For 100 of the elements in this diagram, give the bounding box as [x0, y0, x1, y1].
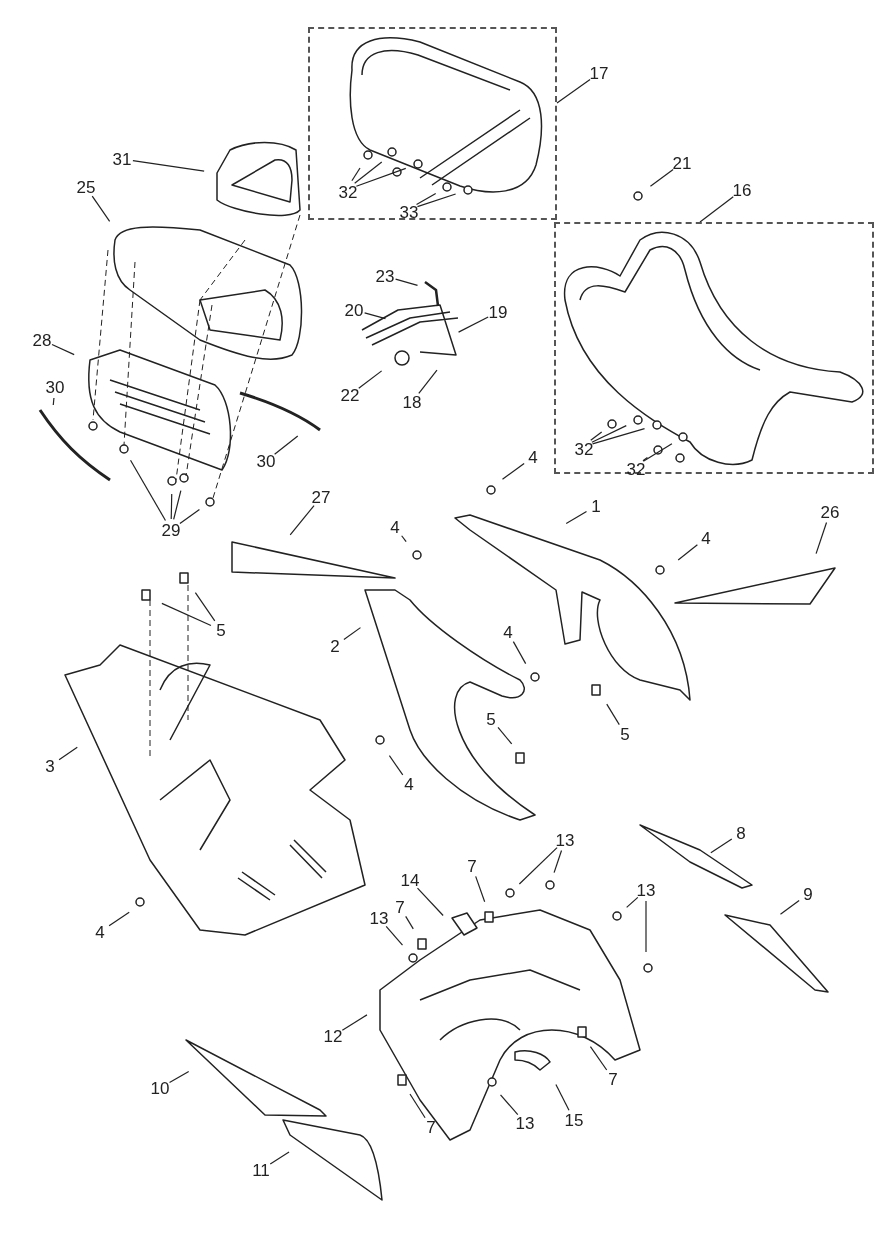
callout-number: 20: [344, 301, 364, 319]
dashed-assembly-box: [308, 27, 557, 220]
leader-line: [416, 887, 444, 917]
callout-number: 4: [95, 923, 105, 941]
callout-number: 4: [503, 623, 513, 641]
leader-line: [555, 1084, 570, 1111]
leader-line: [194, 592, 216, 622]
leader-line: [355, 167, 407, 187]
leader-line: [173, 490, 182, 520]
callout-number: 7: [426, 1118, 436, 1136]
callout-number: 4: [701, 529, 711, 547]
leader-line: [343, 627, 362, 641]
callout-number: 21: [672, 154, 692, 172]
callout-number: 4: [528, 448, 538, 466]
leader-line: [358, 370, 383, 389]
leader-line: [518, 847, 558, 885]
leader-line: [415, 192, 437, 206]
callout-number: 12: [323, 1027, 343, 1045]
callout-number: 30: [45, 378, 65, 396]
callout-number: 28: [32, 331, 52, 349]
callout-number: 31: [112, 150, 132, 168]
callout-number: 5: [216, 621, 226, 639]
callout-number: 15: [564, 1111, 584, 1129]
callout-number: 33: [399, 203, 419, 221]
leader-line: [388, 755, 404, 776]
callout-number: 11: [252, 1161, 270, 1179]
callout-number: 29: [161, 521, 181, 539]
leader-line: [626, 896, 639, 908]
leader-line: [649, 168, 674, 187]
callout-number: 32: [338, 183, 358, 201]
leader-line: [351, 167, 361, 182]
leader-line: [642, 456, 648, 462]
callout-number: 13: [555, 831, 575, 849]
callout-number: 30: [256, 452, 276, 470]
callout-number: 3: [45, 757, 55, 775]
leader-line: [269, 1151, 290, 1165]
leader-line: [457, 316, 489, 333]
leader-line: [497, 726, 513, 745]
callout-number: 1: [591, 497, 601, 515]
leader-line: [677, 544, 698, 561]
callout-number: 4: [404, 775, 414, 793]
leader-line: [815, 521, 828, 555]
callout-number: 10: [150, 1079, 170, 1097]
leader-line: [132, 160, 205, 172]
leader-line: [341, 1014, 368, 1031]
callout-number: 17: [589, 64, 609, 82]
leader-line: [405, 915, 414, 930]
leader-line: [499, 1094, 519, 1116]
leader-line: [409, 1093, 426, 1119]
callout-number: 5: [486, 710, 496, 728]
dashed-assembly-box: [554, 222, 874, 474]
leader-line: [590, 431, 603, 441]
leader-line: [710, 838, 733, 854]
leader-line: [394, 278, 419, 286]
callout-number: 27: [311, 488, 331, 506]
callout-number: 13: [515, 1114, 535, 1132]
leader-line: [179, 508, 201, 525]
leader-line: [589, 1046, 608, 1071]
leader-line: [170, 493, 173, 520]
callout-number: 13: [636, 881, 656, 899]
leader-line: [401, 535, 407, 543]
leader-line: [385, 925, 404, 946]
leader-line: [108, 911, 130, 927]
leader-line: [91, 195, 111, 222]
callout-number: 4: [390, 518, 400, 536]
leader-line: [475, 875, 486, 903]
leader-line: [606, 703, 620, 726]
callout-number: 25: [76, 178, 96, 196]
leader-line: [556, 78, 591, 104]
leader-line: [52, 397, 55, 406]
leader-line: [512, 641, 527, 665]
leader-line: [591, 425, 627, 443]
leader-line: [642, 443, 673, 462]
leader-line: [699, 196, 734, 223]
callout-number: 13: [369, 909, 389, 927]
callout-number: 2: [330, 637, 340, 655]
callout-number: 22: [340, 386, 360, 404]
callout-number: 32: [574, 440, 594, 458]
leader-line: [779, 899, 800, 915]
callout-number: 8: [736, 824, 746, 842]
leader-line: [354, 161, 383, 184]
leader-line: [645, 900, 647, 953]
callout-number: 7: [467, 857, 477, 875]
callout-number: 16: [732, 181, 752, 199]
leader-line: [161, 602, 212, 627]
callout-number: 23: [375, 267, 395, 285]
leader-line: [416, 193, 457, 208]
leader-line: [501, 462, 525, 480]
callout-number: 26: [820, 503, 840, 521]
leader-line: [129, 459, 167, 522]
leader-line: [289, 504, 315, 536]
callout-number: 32: [626, 460, 646, 478]
callout-number: 7: [395, 898, 405, 916]
callout-number: 19: [488, 303, 508, 321]
leader-line: [418, 369, 438, 394]
leader-line: [58, 746, 78, 761]
leader-line: [553, 849, 563, 874]
callout-number: 18: [402, 393, 422, 411]
leader-line: [591, 428, 646, 445]
callout-number: 14: [400, 871, 420, 889]
